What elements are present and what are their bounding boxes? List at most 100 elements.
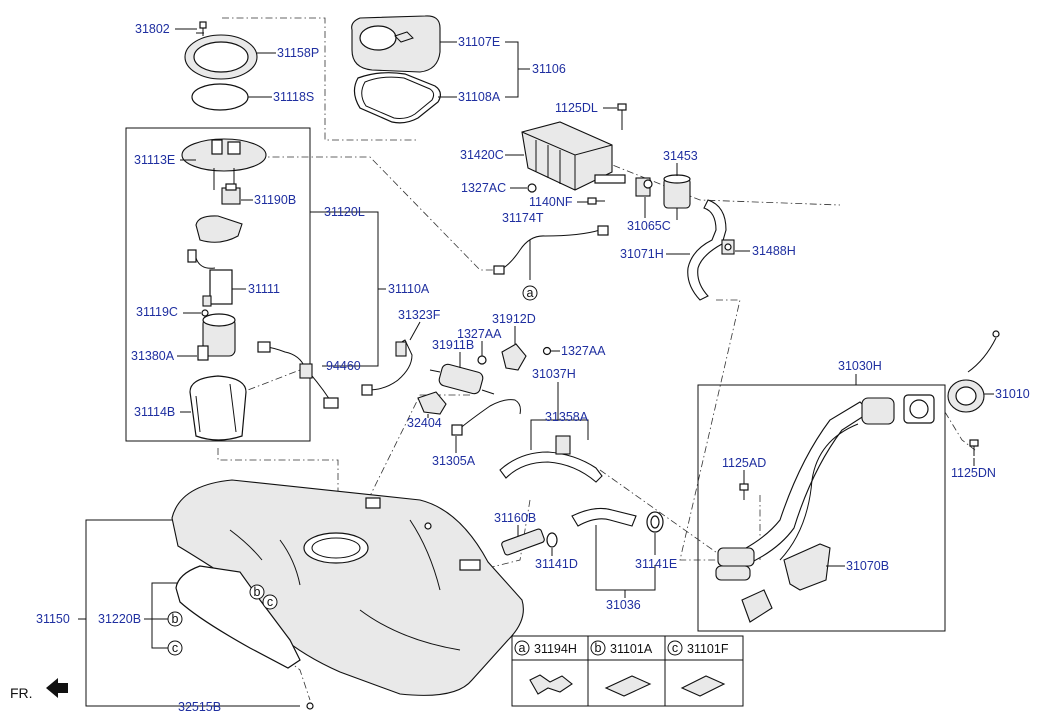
fuel-pump-module-group-box bbox=[125, 127, 311, 442]
svg-text:c: c bbox=[267, 595, 273, 609]
svg-text:FR.: FR. bbox=[10, 685, 33, 701]
wiring-harness-94460 bbox=[257, 341, 339, 409]
lock-ring-31158p bbox=[184, 34, 258, 80]
legend-cell-b: b 31101A bbox=[590, 640, 653, 697]
label-1140NF: 1140NF bbox=[529, 195, 573, 209]
label-31141D: 31141D bbox=[535, 557, 578, 571]
label-31174T: 31174T bbox=[502, 211, 544, 225]
valve-31065c bbox=[635, 177, 653, 197]
bolt-1125dl bbox=[617, 103, 627, 130]
label-31113E: 31113E bbox=[134, 153, 175, 167]
reservoir-cup bbox=[202, 313, 236, 357]
svg-text:b: b bbox=[595, 641, 602, 655]
label-1125DL: 1125DL bbox=[555, 101, 598, 115]
label-31141E: 31141E bbox=[635, 557, 677, 571]
callout-b-shield: b bbox=[249, 584, 265, 600]
label-1327AA-2: 1327AA bbox=[561, 344, 606, 358]
label-1327AA-1: 1327AA bbox=[457, 327, 502, 341]
svg-text:a: a bbox=[527, 286, 534, 300]
label-31114B: 31114B bbox=[134, 405, 175, 419]
label-1125DN: 1125DN bbox=[951, 466, 996, 480]
bolt-1140nf bbox=[587, 197, 605, 205]
callout-c-shield: c bbox=[262, 594, 278, 610]
label-31119C: 31119C bbox=[136, 305, 178, 319]
label-31323F: 31323F bbox=[398, 308, 441, 322]
legend-cell-c: c 31101F bbox=[667, 640, 729, 697]
svg-text:b: b bbox=[254, 585, 261, 599]
svg-text:31101F: 31101F bbox=[687, 642, 729, 656]
label-31380A: 31380A bbox=[131, 349, 175, 363]
fuel-pump-31111 bbox=[187, 249, 233, 307]
label-94460: 94460 bbox=[326, 359, 361, 373]
label-32515B: 32515B bbox=[178, 700, 221, 714]
fuel-cap-31010 bbox=[947, 330, 1000, 413]
label-31220B: 31220B bbox=[98, 612, 141, 626]
label-31111: 31111 bbox=[248, 282, 280, 296]
hose-31036 bbox=[571, 507, 637, 527]
reservoir-31114b bbox=[189, 375, 247, 441]
label-1125AD: 1125AD bbox=[722, 456, 766, 470]
label-31110A: 31110A bbox=[388, 282, 430, 296]
tube-31160b bbox=[501, 528, 545, 556]
nut-1327aa-left bbox=[477, 355, 487, 365]
shield-31070b bbox=[783, 543, 831, 591]
callout-c-tank: c bbox=[167, 640, 183, 656]
fuel-line-31323f bbox=[361, 339, 413, 396]
bolt-1125ad bbox=[739, 483, 749, 500]
label-31071H: 31071H bbox=[620, 247, 664, 261]
legend-table-box bbox=[511, 635, 744, 707]
label-31305A: 31305A bbox=[432, 454, 476, 468]
label-31453: 31453 bbox=[663, 149, 698, 163]
clamp-31141e bbox=[646, 511, 664, 533]
label-31106: 31106 bbox=[532, 62, 566, 76]
svg-text:b: b bbox=[172, 612, 179, 626]
label-31036: 31036 bbox=[606, 598, 641, 612]
label-31108A: 31108A bbox=[458, 90, 501, 104]
clamp-31141d bbox=[546, 532, 558, 548]
bracket-31912d bbox=[501, 343, 527, 371]
svg-text:a: a bbox=[519, 641, 526, 655]
gasket-ring-31108a bbox=[353, 72, 441, 124]
label-31802: 31802 bbox=[135, 22, 170, 36]
fuel-filter-31911b bbox=[429, 363, 495, 395]
label-31420C: 31420C bbox=[460, 148, 504, 162]
pressure-regulator-31190b bbox=[221, 183, 241, 205]
heat-shield-31220b bbox=[175, 565, 301, 669]
label-31358A: 31358A bbox=[545, 410, 589, 424]
label-31488H: 31488H bbox=[752, 244, 796, 258]
svg-text:c: c bbox=[672, 641, 678, 655]
label-31190B: 31190B bbox=[254, 193, 296, 207]
pump-flange-31113e bbox=[181, 138, 267, 190]
label-31150: 31150 bbox=[36, 612, 70, 626]
cover-plate-31107e bbox=[351, 15, 441, 73]
fuel-tank-31150 bbox=[171, 479, 524, 696]
filler-neck-group-box bbox=[697, 384, 946, 632]
label-31120L: 31120L bbox=[324, 205, 365, 219]
legend-cell-a: a 31194H bbox=[514, 640, 577, 695]
filler-neck-31030h bbox=[715, 394, 935, 623]
label-31107E: 31107E bbox=[458, 35, 500, 49]
pump-bracket bbox=[195, 215, 243, 243]
label-31912D: 31912D bbox=[492, 312, 536, 326]
front-direction-marker: FR. bbox=[10, 678, 68, 701]
callout-b-tank: b bbox=[167, 611, 183, 627]
front-arrow-icon bbox=[46, 678, 68, 698]
label-31158P: 31158P bbox=[277, 46, 319, 60]
bracket-32404 bbox=[417, 391, 447, 415]
clip-32515b bbox=[306, 702, 314, 710]
vapor-tube-31174t bbox=[493, 225, 609, 280]
level-sender-31380a bbox=[197, 345, 209, 361]
filter-31453 bbox=[663, 174, 691, 220]
label-31160B: 31160B bbox=[494, 511, 536, 525]
label-31065C: 31065C bbox=[627, 219, 671, 233]
svg-text:c: c bbox=[172, 641, 178, 655]
label-31030H: 31030H bbox=[838, 359, 882, 373]
label-31037H: 31037H bbox=[532, 367, 576, 381]
svg-text:31194H: 31194H bbox=[534, 642, 577, 656]
label-31010: 31010 bbox=[995, 387, 1030, 401]
fuel-line-31305a bbox=[451, 399, 521, 436]
label-31118S: 31118S bbox=[273, 90, 314, 104]
hose-31037h bbox=[499, 451, 603, 483]
clip-31488h bbox=[721, 239, 735, 255]
